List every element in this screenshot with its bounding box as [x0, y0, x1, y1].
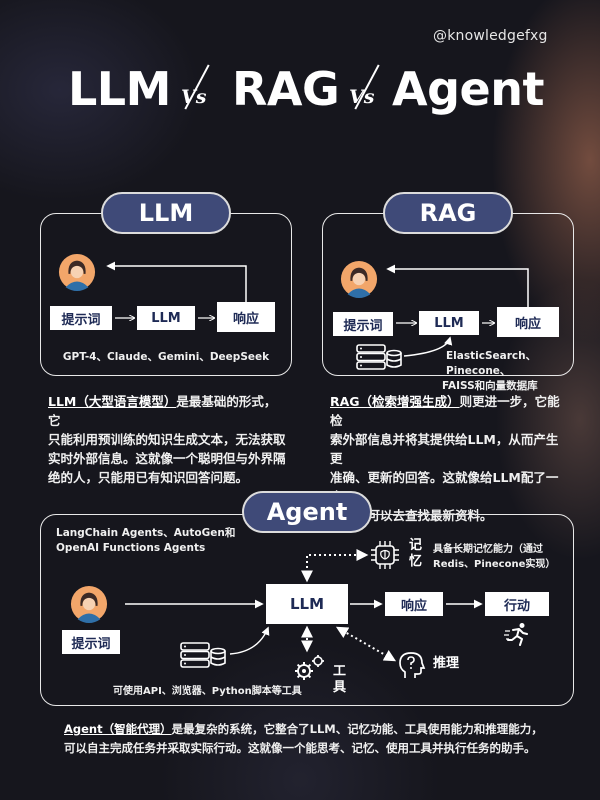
agent-response-node: 响应: [385, 592, 443, 616]
title-llm: LLM: [68, 62, 171, 116]
rag-response-node: 响应: [497, 307, 559, 337]
author-handle: @knowledgefxg: [433, 28, 548, 44]
brain-chip-icon: [371, 541, 399, 569]
reasoning-head-icon: [399, 652, 426, 678]
gears-icon: [295, 655, 324, 680]
rag-label-pill: RAG: [383, 192, 513, 234]
llm-label-pill: LLM: [101, 192, 231, 234]
reasoning-label: 推理: [433, 656, 460, 671]
rag-sources-caption: ElasticSearch、Pinecone、 FAISS和向量数据库: [442, 350, 538, 392]
agent-action-node: 行动: [485, 592, 549, 616]
agent-model-node: LLM: [266, 584, 348, 624]
agent-label-pill: Agent: [242, 491, 372, 533]
agent-description: Agent（智能代理）是最复杂的系统，它整合了LLM、记忆功能、工具使用能力和推…: [64, 722, 543, 755]
llm-models-caption: GPT-4、Claude、Gemini、DeepSeek: [62, 351, 270, 363]
tools-note: 可使用API、浏览器、Python脚本等工具: [113, 686, 302, 697]
rag-model-node: LLM: [419, 311, 479, 335]
user-avatar-icon: [58, 253, 96, 291]
agent-prompt-node: 提示词: [62, 630, 120, 654]
memory-label: 记 忆: [409, 538, 423, 569]
tools-label: 工 具: [333, 664, 347, 695]
memory-note: 具备长期记忆能力（通过 Redis、Pinecone实现）: [433, 544, 556, 570]
llm-response-node: 响应: [217, 302, 275, 332]
title-vs-2: Vs: [349, 86, 375, 108]
user-avatar-icon: [70, 585, 108, 623]
title-vs-1: Vs: [181, 86, 207, 108]
page-title: LLM Vs RAG Vs Agent: [0, 62, 600, 122]
title-agent: Agent: [392, 62, 544, 116]
llm-description: LLM（大型语言模型）是最基础的形式，它 只能利用预训练的知识生成文本，无法获取…: [48, 394, 286, 485]
agent-frameworks-caption: LangChain Agents、AutoGen和 OpenAI Functio…: [56, 527, 236, 554]
running-person-icon: [504, 623, 528, 646]
title-rag: RAG: [232, 62, 340, 116]
rag-prompt-node: 提示词: [333, 312, 393, 336]
user-avatar-icon: [340, 260, 378, 298]
llm-model-node: LLM: [137, 306, 195, 330]
database-icon: [180, 642, 226, 668]
llm-prompt-node: 提示词: [50, 306, 112, 330]
database-icon: [356, 344, 402, 370]
